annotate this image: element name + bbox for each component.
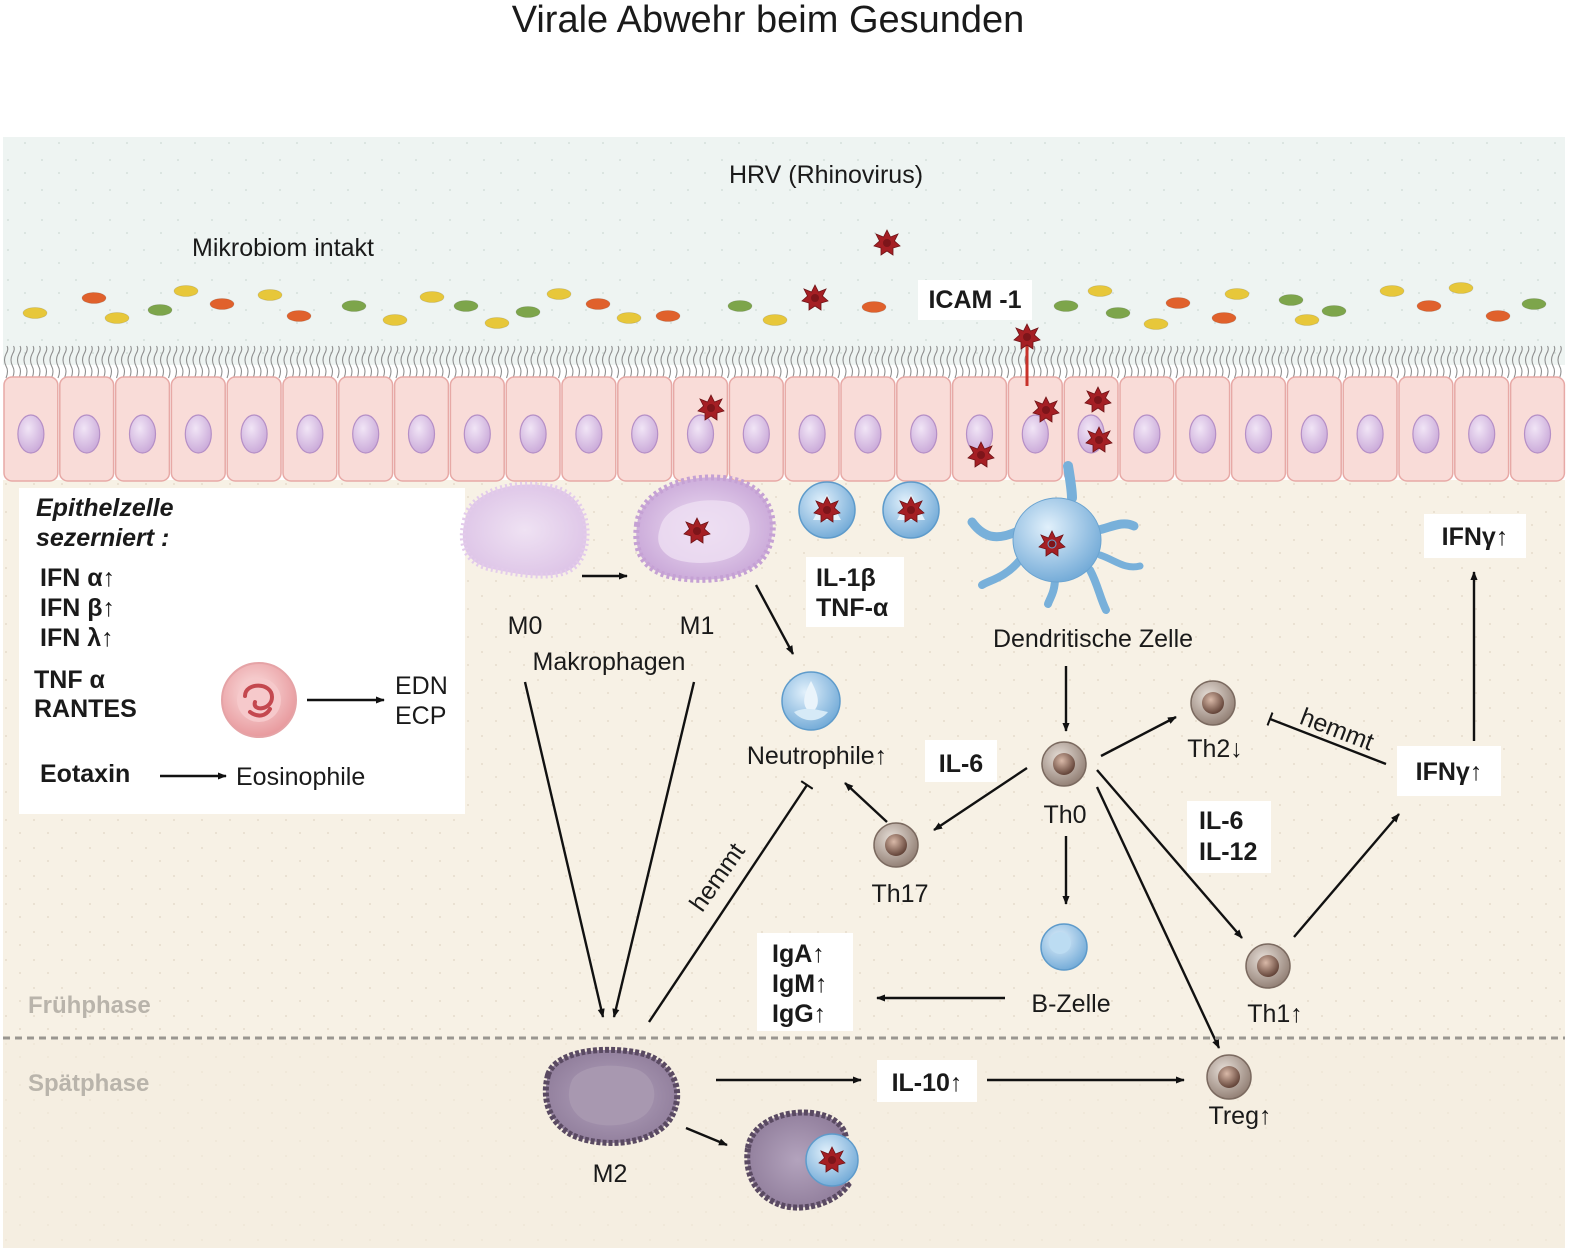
cell-nucleus (910, 414, 938, 454)
box-heading-line2: sezerniert : (36, 524, 169, 552)
ifng-mid-label: IFNγ↑ (1416, 758, 1483, 786)
neutrophil-cell (781, 671, 841, 731)
cell-nucleus (240, 414, 268, 454)
igg-label: IgG↑ (772, 1000, 826, 1028)
eosinophile-label: Eosinophile (236, 763, 365, 791)
m1-label: M1 (680, 612, 715, 640)
cell-nucleus (1356, 414, 1384, 454)
epithelial-secretion-box: Epithelzelle sezerniert : IFN α↑ IFN β↑ … (19, 488, 465, 814)
dendritic-cell (967, 461, 1144, 614)
ifn-alpha-label: IFN α↑ (40, 564, 115, 592)
m2-label: M2 (593, 1160, 628, 1188)
ecp-label: ECP (395, 702, 446, 730)
makrophagen-label: Makrophagen (533, 648, 686, 676)
page-title: Virale Abwehr beim Gesunden (512, 0, 1025, 41)
th0-label: Th0 (1043, 801, 1086, 829)
il12-label: IL-12 (1199, 838, 1257, 866)
th17-cell (873, 822, 919, 868)
cell-nucleus (128, 414, 157, 454)
m2-phagocytosis (744, 1109, 859, 1211)
microbiome-label: Mikrobiom intakt (192, 234, 374, 262)
cell-nucleus (1468, 414, 1496, 454)
ifn-lambda-label: IFN λ↑ (40, 624, 114, 652)
macrophage-m0 (459, 481, 590, 579)
treg-label: Treg↑ (1209, 1102, 1272, 1130)
th2-cell (1190, 680, 1236, 726)
th2-label: Th2↓ (1187, 735, 1243, 763)
cell-nucleus (1133, 414, 1161, 454)
cell-nucleus (1412, 414, 1440, 454)
dendritic-label: Dendritische Zelle (993, 625, 1193, 653)
iga-label: IgA↑ (772, 940, 825, 968)
eotaxin-label: Eotaxin (40, 760, 130, 788)
cell-nucleus (1244, 414, 1273, 454)
bcell-label: B-Zelle (1031, 990, 1110, 1018)
cell-nucleus (519, 414, 547, 454)
treg-cell (1206, 1054, 1252, 1100)
macrophage-m2 (542, 1046, 681, 1146)
cell-nucleus (1189, 414, 1217, 454)
cell-nucleus (17, 414, 45, 454)
cell-nucleus (575, 414, 603, 454)
il6-label-2: IL-6 (1199, 807, 1243, 835)
th1-cell (1245, 943, 1291, 989)
th1-label: Th1↑ (1247, 1000, 1303, 1028)
phase-late-label: Spätphase (28, 1070, 149, 1097)
igm-label: IgM↑ (772, 970, 828, 998)
box-heading-line1: Epithelzelle (36, 494, 174, 522)
cell-nucleus (463, 414, 491, 454)
cell-nucleus (296, 414, 324, 454)
il6-label: IL-6 (939, 750, 983, 778)
b-cell (1040, 923, 1088, 971)
epithelial-layer (3, 376, 1566, 482)
phase-early-label: Frühphase (28, 992, 151, 1019)
neutrophile-label: Neutrophile↑ (747, 742, 887, 770)
microbiome-bacteria (22, 282, 1547, 330)
cell-nucleus (742, 414, 770, 454)
cell-nucleus (1300, 414, 1328, 454)
cell-nucleus (686, 414, 715, 454)
m0-label: M0 (508, 612, 543, 640)
eosinophil-cell (221, 662, 297, 738)
infected-blue-cells (798, 481, 940, 539)
tnf-alpha-label: TNF α (34, 666, 106, 694)
rantes-label: RANTES (34, 695, 137, 723)
pathway-arrows (523, 571, 1478, 1147)
receptor-label: ICAM -1 (928, 286, 1021, 314)
edn-label: EDN (395, 672, 448, 700)
cell-nucleus (184, 414, 212, 454)
th17-label: Th17 (872, 880, 929, 908)
th0-cell (1041, 741, 1087, 787)
cell-nucleus (73, 414, 101, 454)
cell-nucleus (1021, 414, 1049, 454)
il10-label: IL-10↑ (892, 1069, 963, 1097)
ifng-top-label: IFNγ↑ (1442, 523, 1509, 551)
cilia (3, 345, 1562, 379)
virus-label: HRV (Rhinovirus) (729, 161, 923, 189)
cell-nucleus (854, 414, 882, 454)
cell-nucleus (798, 414, 826, 454)
il1b-label: IL-1β (816, 564, 876, 592)
macrophage-m1 (633, 474, 776, 583)
tnfa-label: TNF-α (816, 594, 889, 622)
cell-nucleus (631, 414, 659, 454)
cell-nucleus (352, 414, 380, 454)
ifn-beta-label: IFN β↑ (40, 594, 115, 622)
cell-nucleus (407, 414, 436, 454)
cell-nucleus (1523, 414, 1552, 454)
